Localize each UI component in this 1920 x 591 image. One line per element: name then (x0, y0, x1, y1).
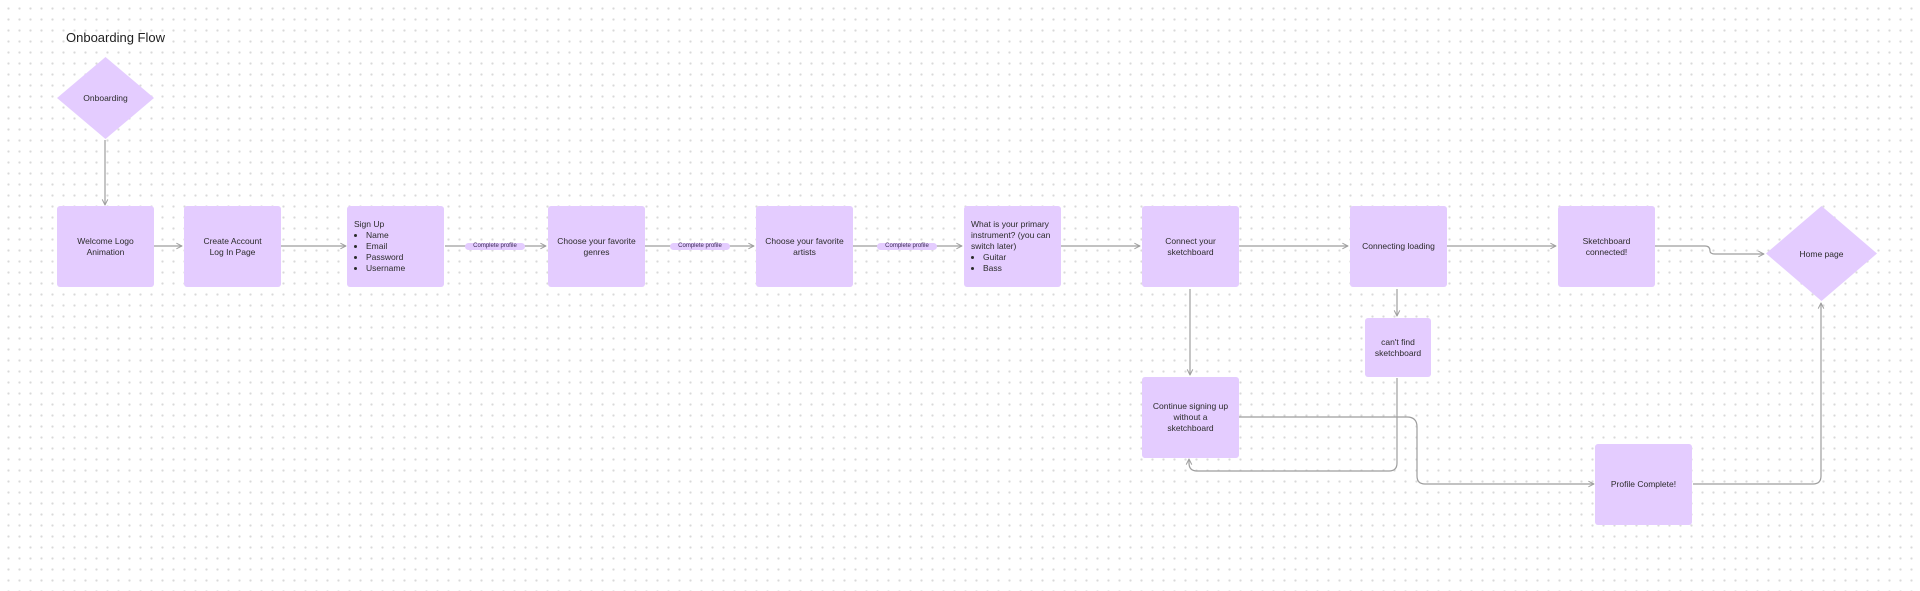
node-label: Choose your favorite artists (765, 235, 844, 257)
node-sketchboard-connected[interactable]: Sketchboard connected! (1558, 206, 1655, 287)
node-label: Connect your sketchboard (1165, 235, 1216, 257)
node-profile-complete[interactable]: Profile Complete! (1595, 444, 1692, 525)
edge-label-complete-profile[interactable]: Complete profile (877, 242, 937, 250)
node-label: Home page (1799, 248, 1844, 259)
board-title: Onboarding Flow (66, 30, 165, 45)
connector-profile-complete-to-home (1693, 303, 1821, 485)
node-label: Onboarding (83, 93, 128, 103)
node-label: Connecting loading (1362, 241, 1435, 251)
node-primary-instrument[interactable]: What is your primary instrument? (you ca… (964, 206, 1061, 287)
node-label: Choose your favorite genres (557, 235, 636, 257)
node-label: Welcome Logo Animation (77, 235, 134, 257)
list-item: Name (366, 230, 405, 241)
list-item: Username (366, 263, 405, 274)
instrument-option-list: Guitar Bass (971, 252, 1054, 274)
node-sign-up[interactable]: Sign Up Name Email Password Username (347, 206, 444, 287)
node-choose-artists[interactable]: Choose your favorite artists (756, 206, 853, 287)
node-label: can't find sketchboard (1374, 336, 1422, 358)
node-question: What is your primary instrument? (you ca… (971, 219, 1051, 251)
connector-continue-to-profile-complete (1239, 416, 1594, 484)
home-page-end-diamond[interactable]: Home page (1766, 206, 1877, 301)
node-heading: Sign Up (354, 219, 385, 229)
node-connecting-loading[interactable]: Connecting loading (1350, 206, 1447, 287)
node-label: Sketchboard connected! (1582, 235, 1631, 257)
edge-label-complete-profile[interactable]: Complete profile (670, 242, 730, 250)
onboarding-start-diamond[interactable]: Onboarding (57, 57, 154, 139)
node-label: Continue signing up without a sketchboar… (1152, 401, 1229, 433)
list-item: Password (366, 252, 405, 263)
node-label: Create Account Log In Page (203, 235, 262, 257)
list-item: Guitar (983, 252, 1054, 263)
node-label: Profile Complete! (1610, 479, 1677, 489)
connector-connected-to-home (1655, 245, 1764, 254)
node-cant-find-sketchboard[interactable]: can't find sketchboard (1365, 318, 1431, 377)
node-create-account[interactable]: Create Account Log In Page (184, 206, 281, 287)
list-item: Bass (983, 263, 1054, 274)
sign-up-field-list: Name Email Password Username (354, 230, 405, 274)
node-welcome-logo-animation[interactable]: Welcome Logo Animation (57, 206, 154, 287)
connector-cant-find-to-continue (1189, 378, 1398, 472)
node-choose-genres[interactable]: Choose your favorite genres (548, 206, 645, 287)
list-item: Email (366, 241, 405, 252)
node-connect-sketchboard[interactable]: Connect your sketchboard (1142, 206, 1239, 287)
node-continue-without-sketchboard[interactable]: Continue signing up without a sketchboar… (1142, 377, 1239, 458)
edge-label-complete-profile[interactable]: Complete profile (465, 242, 525, 250)
